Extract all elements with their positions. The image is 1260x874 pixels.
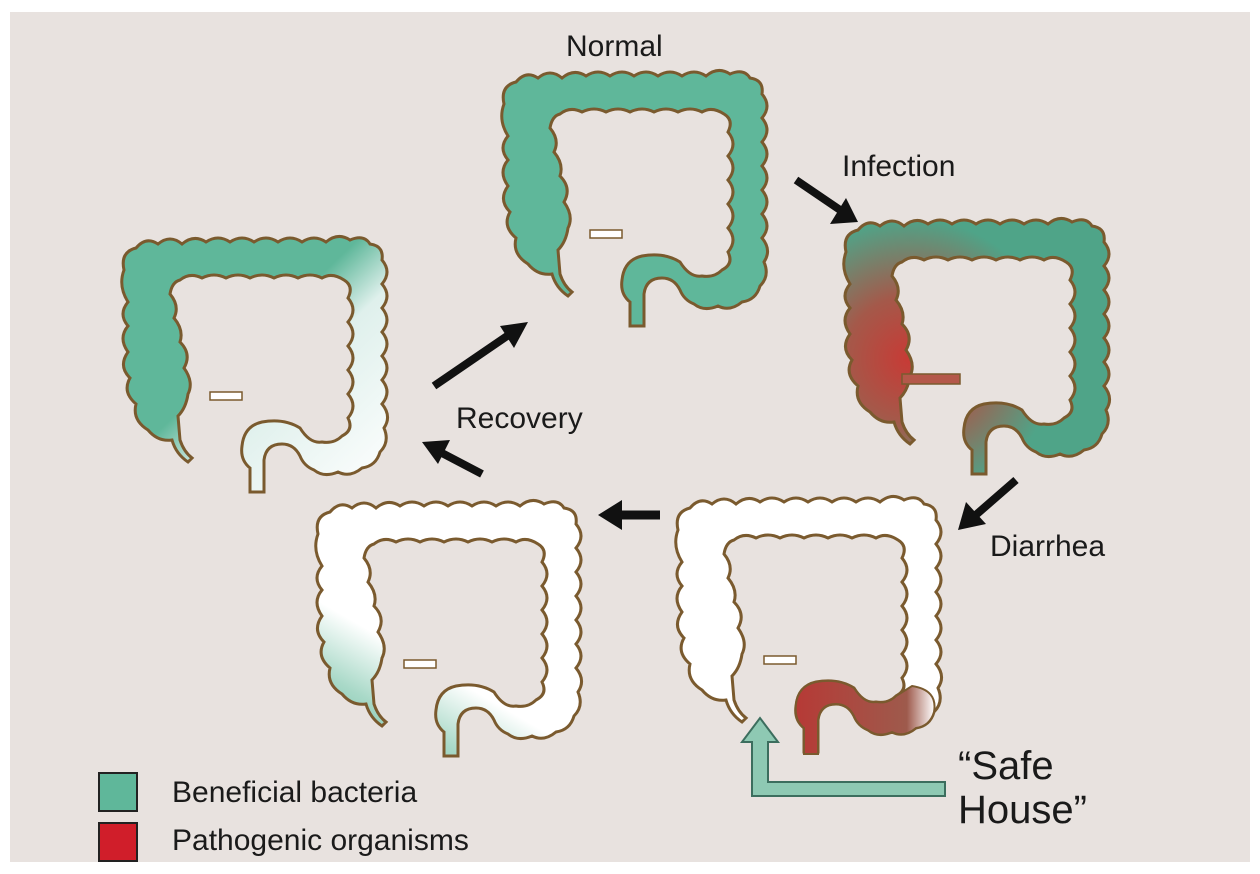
legend-label-pathogenic: Pathogenic organisms [172, 826, 469, 856]
colon-infection [844, 218, 1110, 474]
label-recovery: Recovery [456, 404, 583, 434]
arrow-late-recovery-to-normal [434, 322, 528, 386]
colon-late-recovery [122, 236, 388, 492]
arrow-infection-to-diarrhea [958, 480, 1016, 530]
legend-label-beneficial: Beneficial bacteria [172, 778, 417, 808]
label-normal: Normal [566, 32, 663, 62]
colon-diarrhea [676, 496, 942, 754]
label-diarrhea: Diarrhea [990, 532, 1105, 562]
label-safe-house-line2: House” [958, 786, 1087, 834]
arrow-early-to-late-recovery [422, 440, 482, 474]
label-safe-house-line1: “Safe [958, 742, 1054, 790]
arrow-diarrhea-to-early-recovery [598, 500, 660, 530]
label-infection: Infection [842, 152, 955, 182]
colon-normal [502, 70, 768, 326]
legend-swatch-beneficial [98, 772, 138, 812]
colon-early-recovery [316, 500, 582, 756]
arrow-normal-to-infection [796, 180, 858, 224]
legend-swatch-pathogenic [98, 822, 138, 862]
